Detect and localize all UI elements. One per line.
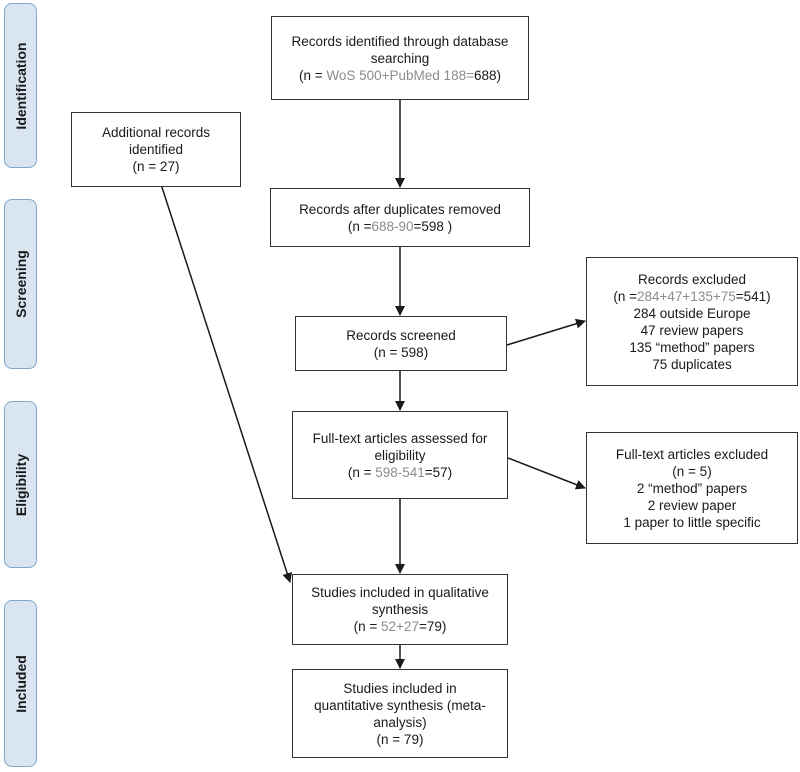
additional-line2: identified	[128, 142, 184, 157]
quantitative-line1: Studies included in	[343, 680, 457, 696]
ft-excluded-item-specific: 1 paper to little specific	[623, 514, 761, 530]
quantitative-line3: analysis)	[373, 714, 427, 730]
dup-removed-count: (n =688-90=598 )	[347, 218, 453, 234]
box-fulltext-assessed: Full-text articles assessed for eligibil…	[292, 411, 508, 499]
phase-included: Included	[4, 600, 37, 767]
excluded-item-review: 47 review papers	[640, 322, 744, 338]
qualitative-line2: synthesis	[371, 602, 429, 617]
ft-excluded-item-review: 2 review paper	[647, 497, 737, 513]
ft-excluded-count: (n = 5)	[672, 463, 712, 479]
qualitative-count: (n = 52+27=79)	[353, 619, 447, 634]
fulltext-line1: Full-text articles assessed for	[312, 430, 488, 446]
fulltext-line2: eligibility	[374, 447, 426, 463]
excluded-item-method: 135 “method” papers	[629, 339, 755, 355]
quantitative-count: (n = 79)	[376, 731, 424, 747]
additional-count: (n = 27)	[132, 159, 180, 174]
box-additional-records: Additional records identified (n = 27)	[71, 112, 241, 187]
db-search-count: (n = WoS 500+PubMed 188=688)	[298, 67, 502, 83]
excluded-count: (n =284+47+135+75=541)	[613, 288, 771, 304]
additional-line1: Additional records	[101, 125, 211, 140]
box-duplicates-removed: Records after duplicates removed (n =688…	[270, 188, 530, 247]
quantitative-line2: quantitative synthesis (meta-	[314, 697, 486, 713]
arrow-screened-to-excluded	[506, 318, 586, 346]
arrow-fulltext-to-ftexcluded	[507, 457, 586, 490]
excluded-item-outside-europe: 284 outside Europe	[633, 305, 751, 321]
arrow-additional-to-qualitative	[157, 174, 292, 583]
fulltext-count: (n = 598-541=57)	[347, 464, 453, 480]
phase-screening: Screening	[4, 199, 37, 369]
ft-excluded-item-method: 2 “method” papers	[636, 480, 748, 496]
screened-count: (n = 598)	[373, 344, 429, 360]
phase-eligibility: Eligibility	[4, 401, 37, 568]
box-fulltext-excluded: Full-text articles excluded (n = 5) 2 “m…	[586, 432, 798, 544]
box-quantitative-synthesis: Studies included in quantitative synthes…	[292, 669, 508, 758]
dup-removed-line1: Records after duplicates removed	[299, 201, 501, 217]
excluded-line1: Records excluded	[637, 271, 747, 287]
excluded-item-duplicates: 75 duplicates	[652, 356, 732, 372]
phase-identification: Identification	[4, 3, 37, 168]
box-records-screened: Records screened (n = 598)	[295, 316, 507, 371]
db-search-line1: Records identified through database	[291, 33, 509, 49]
screened-line1: Records screened	[346, 327, 456, 343]
box-qualitative-synthesis: Studies included in qualitative synthesi…	[292, 574, 508, 645]
box-records-excluded: Records excluded (n =284+47+135+75=541) …	[586, 257, 798, 386]
qualitative-line1: Studies included in qualitative	[311, 585, 489, 600]
box-database-search: Records identified through database sear…	[271, 16, 529, 100]
ft-excluded-line1: Full-text articles excluded	[615, 446, 769, 462]
db-search-line2: searching	[370, 50, 430, 66]
